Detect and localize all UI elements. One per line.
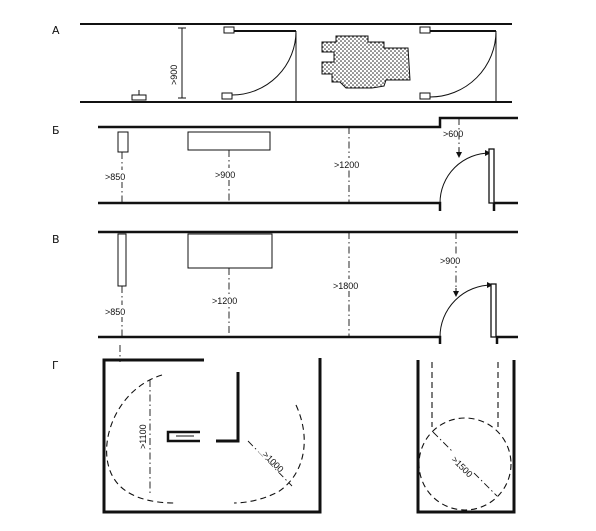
- dim-v-1800: >1800: [333, 281, 358, 291]
- section-v: В >850 >1200 >1800 >900: [52, 230, 518, 344]
- door-leaf-b: [488, 148, 495, 204]
- corridor-v-bottom-wall-right: [495, 335, 518, 344]
- door-frame-bottom-1: [221, 92, 233, 100]
- dim-bg: [103, 170, 141, 182]
- dim-b-900: >900: [215, 170, 235, 180]
- obstacle-narrow-b: [117, 131, 129, 153]
- dim-a-900: >900: [169, 65, 179, 85]
- dim-g-1100: >1100: [138, 424, 148, 449]
- door-swing-arc-2: [429, 30, 497, 98]
- turning-path-right: [233, 404, 305, 504]
- door-swing-arc-v: [439, 282, 493, 338]
- dim-bg: [210, 294, 250, 306]
- dim-bg: [438, 254, 474, 266]
- dim-bg: [103, 305, 141, 317]
- axis-g-1000: [247, 440, 293, 487]
- obstacle-narrow-v: [117, 233, 127, 287]
- dim-b-1200: >1200: [334, 160, 359, 170]
- dim-bg: [330, 158, 370, 170]
- door-frame-top-2: [419, 26, 431, 34]
- room-right-walls: [416, 360, 516, 514]
- door-swing-arc-b: [439, 150, 491, 204]
- dim-b-850: >850: [105, 172, 125, 182]
- dim-b-600: >600: [443, 129, 463, 139]
- handrail-fixture: [131, 94, 147, 101]
- section-v-label: В: [52, 233, 60, 246]
- section-g: Г >1100 >1000 >1500: [52, 345, 516, 514]
- dim-bg: [212, 168, 248, 180]
- door-leaf-v: [490, 283, 497, 338]
- section-a-label: А: [52, 24, 60, 37]
- room-left-walls: [102, 358, 322, 514]
- corridor-b-bottom-wall-right: [492, 201, 518, 211]
- door-swing-arc-1: [231, 30, 297, 96]
- turning-circle: [418, 417, 512, 511]
- obstacle-wide-v: [187, 233, 273, 269]
- section-a: А >900: [52, 23, 512, 103]
- corridor-b-top-wall: [98, 116, 518, 129]
- corridor-v-bottom-wall-left: [98, 335, 442, 344]
- dim-bg: [447, 448, 477, 478]
- dim-bg: [330, 279, 370, 291]
- dim-v-1200: >1200: [212, 296, 237, 306]
- section-g-label: Г: [52, 359, 59, 372]
- room-left-fixture: [166, 430, 200, 443]
- door-frame-top-1: [223, 26, 235, 34]
- dim-v-900: >900: [440, 256, 460, 266]
- turning-path-left: [106, 374, 175, 504]
- dim-bg: [258, 443, 288, 473]
- wheelchair-footprint: [321, 35, 411, 89]
- section-b-label: Б: [52, 124, 60, 137]
- obstacle-wide-b: [187, 131, 271, 151]
- door-frame-bottom-2: [419, 92, 431, 100]
- dim-v-850: >850: [105, 307, 125, 317]
- section-b: Б >850 >900 >1200 >600: [52, 116, 518, 211]
- room-left-partition: [216, 372, 240, 443]
- corridor-b-bottom-wall-left: [98, 201, 442, 211]
